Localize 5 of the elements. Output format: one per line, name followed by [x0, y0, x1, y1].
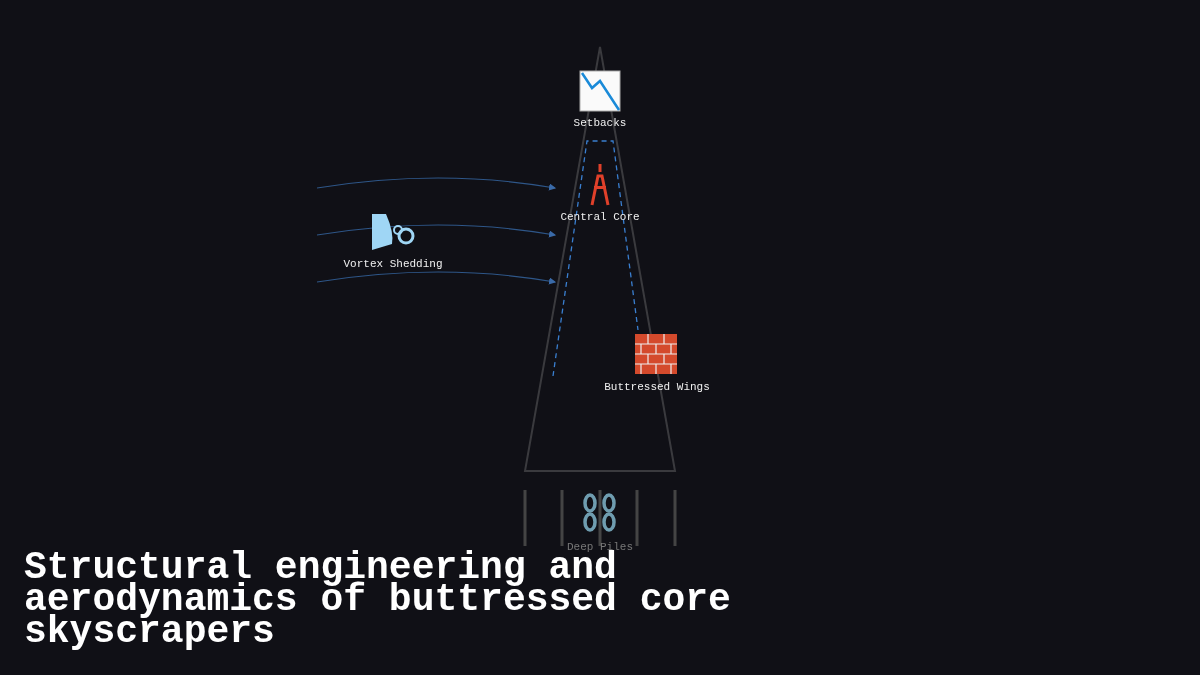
part-label: Buttressed Wings: [604, 381, 710, 393]
part-label: Vortex Shedding: [343, 258, 443, 270]
title: Structural engineering and aerodynamics of buttressed core skyscrapers: [24, 552, 732, 648]
part-label: Central Core: [560, 211, 640, 223]
part-label: Setbacks: [573, 117, 627, 129]
